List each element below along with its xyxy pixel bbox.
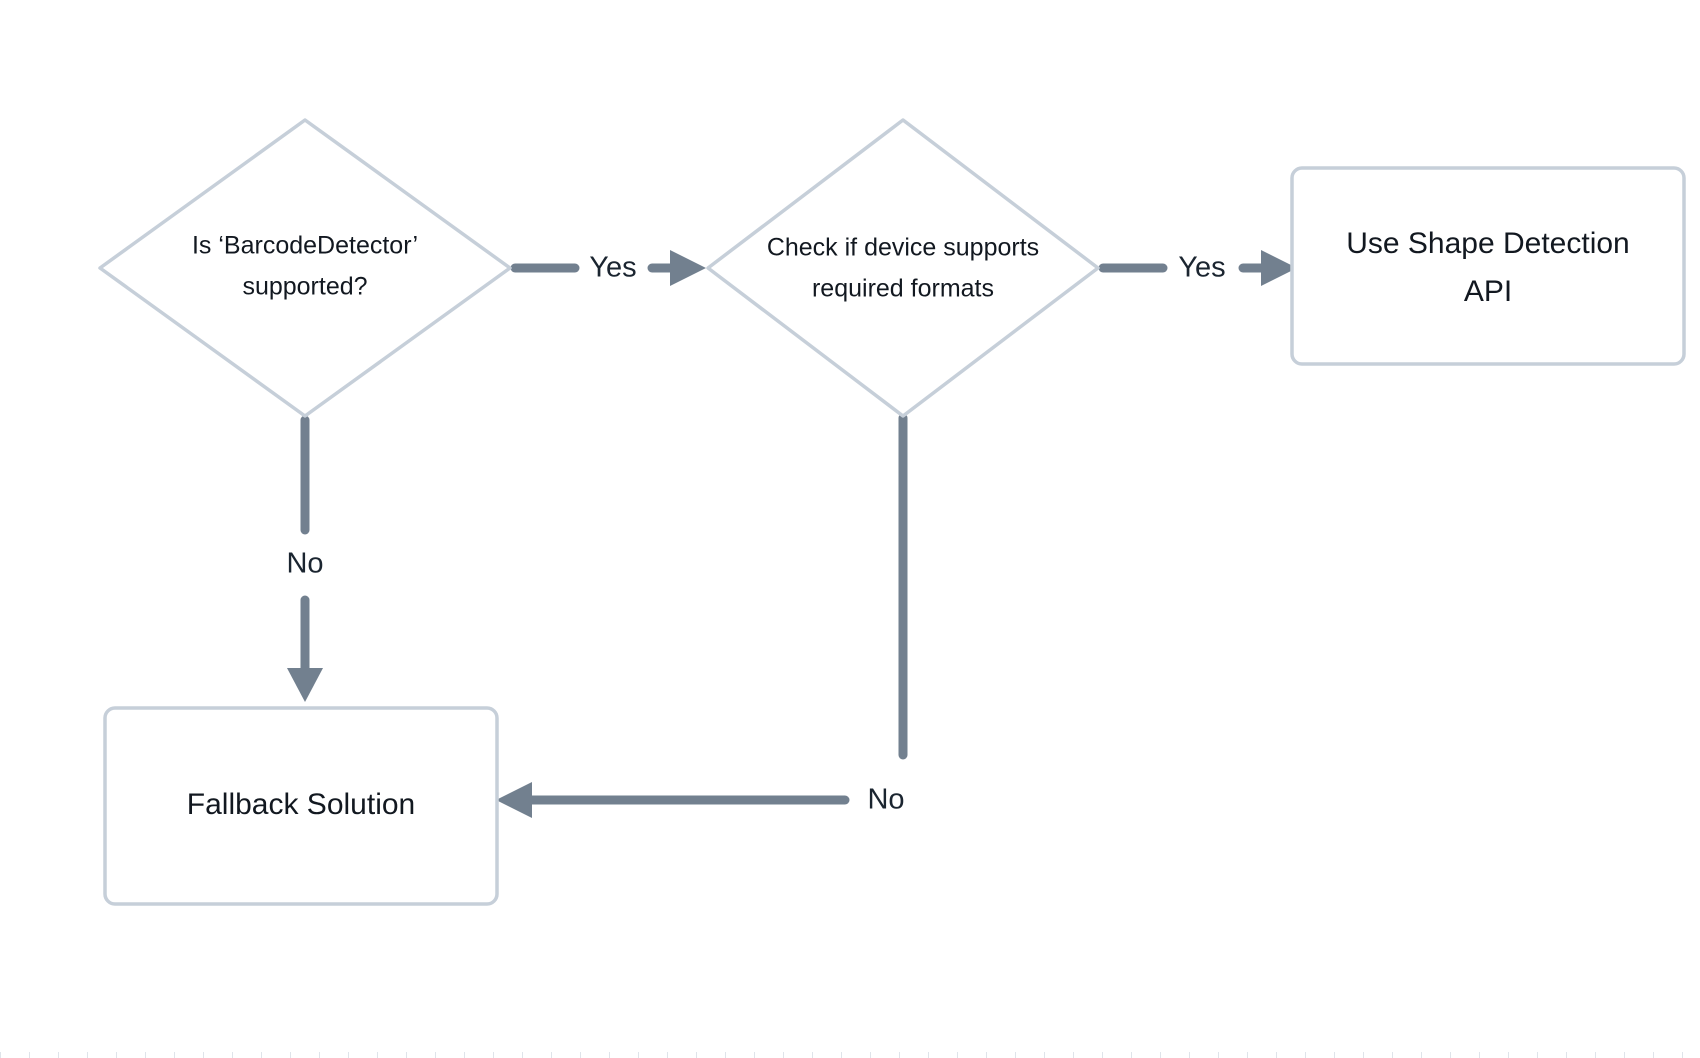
node-use-shape-detection-api-line2: API xyxy=(1464,275,1512,308)
node-fallback-solution[interactable]: Fallback Solution xyxy=(103,706,499,906)
edge-formats-no: No xyxy=(496,413,908,818)
diamond-shape[interactable] xyxy=(98,118,512,418)
node-use-shape-detection-api[interactable]: Use Shape Detection API xyxy=(1290,166,1686,366)
edge-formats-yes-arrowhead xyxy=(1261,250,1297,286)
edge-barcode-yes: Yes xyxy=(510,250,706,286)
process-box-shape[interactable] xyxy=(103,706,499,906)
bottom-ruler-strip xyxy=(0,1052,1700,1058)
edge-formats-no-arrowhead xyxy=(496,782,532,818)
edge-barcode-yes-arrowhead xyxy=(670,250,706,286)
node-fallback-solution-line1: Fallback Solution xyxy=(187,788,415,821)
edge-barcode-no: No xyxy=(286,415,324,702)
edge-label-barcode-yes: Yes xyxy=(589,252,636,284)
edge-label-formats-yes: Yes xyxy=(1178,252,1225,284)
node-device-formats-check-line1: Check if device supports xyxy=(767,234,1039,262)
process-box-shape[interactable] xyxy=(1290,166,1686,366)
node-barcode-detector-check-line2: supported? xyxy=(242,273,367,301)
edge-barcode-no-arrowhead xyxy=(287,668,323,702)
node-barcode-detector-check-line1: Is ‘BarcodeDetector’ xyxy=(192,232,418,260)
node-device-formats-check[interactable]: Check if device supports required format… xyxy=(706,118,1100,418)
edge-label-barcode-no: No xyxy=(286,548,323,580)
diamond-shape[interactable] xyxy=(706,118,1100,418)
edge-formats-yes: Yes xyxy=(1098,250,1297,286)
node-use-shape-detection-api-line1: Use Shape Detection xyxy=(1346,227,1630,260)
edge-label-formats-no: No xyxy=(867,784,904,816)
node-device-formats-check-line2: required formats xyxy=(812,275,994,303)
node-barcode-detector-check[interactable]: Is ‘BarcodeDetector’ supported? xyxy=(98,118,512,418)
